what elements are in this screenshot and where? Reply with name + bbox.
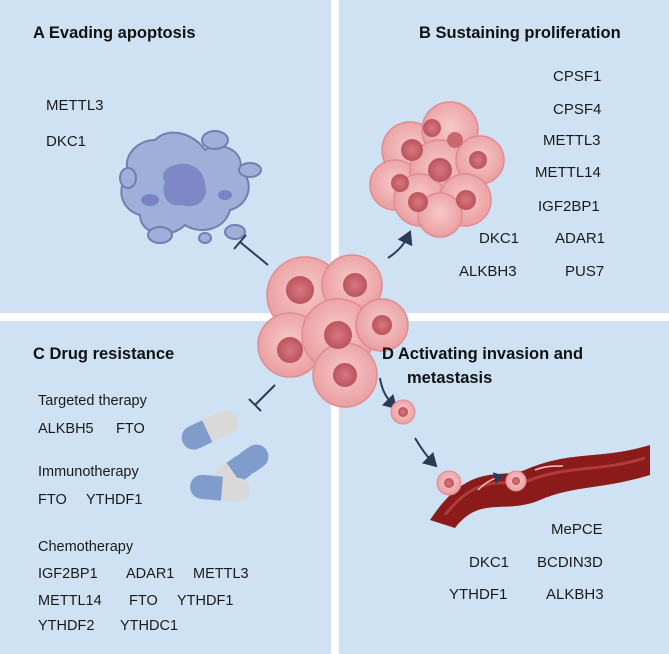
gene-label: DKC1 xyxy=(479,230,520,247)
gene-label: YTHDF1 xyxy=(449,586,508,603)
gene-label: DKC1 xyxy=(469,554,510,571)
gene-label: CPSF1 xyxy=(553,68,602,85)
gene-label: ADAR1 xyxy=(555,230,606,247)
gene-label: MePCE xyxy=(551,521,603,538)
gene-label: ADAR1 xyxy=(126,566,175,582)
panel-d-title: D Activating invasion and xyxy=(382,345,584,363)
therapy-label-targeted: Targeted therapy xyxy=(38,393,147,409)
gene-label: METTL3 xyxy=(543,132,601,149)
gene-label: BCDIN3D xyxy=(537,554,603,571)
gene-label: YTHDF1 xyxy=(177,593,234,609)
gene-label: METTL14 xyxy=(535,164,601,181)
gene-label: METTL14 xyxy=(38,593,102,609)
gene-label: METTL3 xyxy=(193,566,249,582)
gene-label: ALKBH3 xyxy=(459,263,517,280)
proliferating-tumor-cluster-icon xyxy=(369,101,505,238)
gene-label: FTO xyxy=(38,492,67,508)
gene-label: YTHDF2 xyxy=(38,618,95,634)
gene-label: YTHDC1 xyxy=(120,618,179,634)
panel-a-title: A Evading apoptosis xyxy=(33,24,196,42)
gene-label: METTL3 xyxy=(46,97,104,114)
gene-label: ALKBH3 xyxy=(546,586,604,603)
gene-label: ALKBH5 xyxy=(38,421,94,437)
gene-label: YTHDF1 xyxy=(86,492,143,508)
therapy-label-chemotherapy: Chemotherapy xyxy=(38,539,134,555)
gene-label: DKC1 xyxy=(46,133,87,150)
apoptotic-cell-icon xyxy=(119,130,262,244)
inhibition-arrow-a xyxy=(233,234,269,266)
drug-capsules-icon xyxy=(181,410,269,503)
panel-b-title: B Sustaining proliferation xyxy=(419,24,621,42)
gene-label: PUS7 xyxy=(565,263,605,280)
gene-label: CPSF4 xyxy=(553,101,602,118)
arrow-to-vessel xyxy=(414,437,438,468)
arrow-to-invasion xyxy=(379,377,398,410)
circulating-tumor-cell-icon xyxy=(390,399,416,425)
panel-drug-resistance xyxy=(0,321,331,654)
gene-label: IGF2BP1 xyxy=(538,198,600,215)
inhibition-arrow-c xyxy=(248,384,276,412)
central-tumor-cluster-icon xyxy=(257,254,409,408)
panel-c-title: C Drug resistance xyxy=(33,345,175,363)
therapy-label-immunotherapy: Immunotherapy xyxy=(38,464,139,480)
gene-label: FTO xyxy=(129,593,158,609)
gene-label: FTO xyxy=(116,421,145,437)
blood-vessel-icon xyxy=(430,445,650,528)
gene-label: IGF2BP1 xyxy=(38,566,98,582)
panel-d-title-line2: metastasis xyxy=(407,369,493,387)
arrow-to-proliferation xyxy=(387,230,413,259)
extravasating-tumor-cell-icon xyxy=(436,470,462,496)
